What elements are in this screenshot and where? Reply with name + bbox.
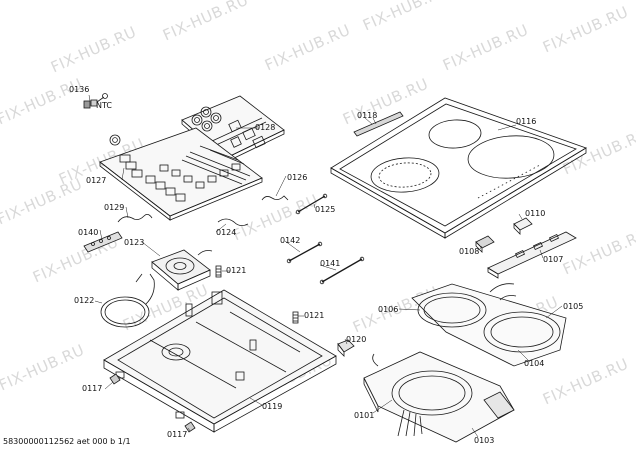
part-label-0105: 0105 xyxy=(563,302,584,311)
part-label-0103: 0103 xyxy=(474,436,495,445)
part-label-0122: 0122 xyxy=(74,296,95,305)
leader-lines xyxy=(88,94,563,438)
induction-coil-carrier xyxy=(411,283,567,367)
cooling-fan xyxy=(151,249,213,291)
part-label-0116: 0116 xyxy=(516,117,537,126)
part-label-0121-lower: 0121 xyxy=(304,311,325,320)
part-label-0119: 0119 xyxy=(262,402,283,411)
connecting-rod xyxy=(319,256,365,285)
fixing-clip xyxy=(337,339,355,357)
part-label-0108: 0108 xyxy=(459,247,480,256)
screw xyxy=(292,311,299,324)
part-label-0136: 0136 xyxy=(69,85,90,94)
part-label-0125: 0125 xyxy=(315,205,336,214)
part-label-0110: 0110 xyxy=(525,209,546,218)
part-label-0117-bottom: 0117 xyxy=(167,430,188,439)
document-footer: 58300000112562 aet 000 b 1/1 xyxy=(3,437,131,446)
part-label-0127: 0127 xyxy=(86,176,107,185)
mounting-clip xyxy=(109,373,121,385)
part-label-0128: 0128 xyxy=(255,123,276,132)
control-board xyxy=(99,127,263,221)
part-label-0142: 0142 xyxy=(280,236,301,245)
knob-cap xyxy=(513,217,533,235)
screw xyxy=(215,265,222,278)
connecting-rod xyxy=(286,241,323,264)
part-label-0104: 0104 xyxy=(524,359,545,368)
wire-harness xyxy=(261,195,289,201)
ntc-sensor xyxy=(83,93,108,109)
sensor-block xyxy=(475,235,495,253)
part-label-ntc: NTC xyxy=(96,101,112,110)
part-label-0101: 0101 xyxy=(354,411,375,420)
control-panel-strip xyxy=(487,231,577,279)
coil-base-plate xyxy=(363,351,515,443)
part-label-0117-left: 0117 xyxy=(82,384,103,393)
glass-ceramic-top xyxy=(330,97,587,239)
connecting-rod xyxy=(295,193,328,215)
part-label-0140: 0140 xyxy=(78,228,99,237)
part-label-0123: 0123 xyxy=(124,238,145,247)
mounting-clip xyxy=(184,421,196,433)
part-label-0120: 0120 xyxy=(346,335,367,344)
wire-harness xyxy=(217,218,249,226)
keypad-strip xyxy=(83,231,123,253)
part-label-0124: 0124 xyxy=(216,228,237,237)
part-label-0141: 0141 xyxy=(320,259,341,268)
part-label-0118: 0118 xyxy=(357,111,378,120)
cable-loop xyxy=(100,273,155,328)
part-label-0107: 0107 xyxy=(543,255,564,264)
part-label-0129: 0129 xyxy=(104,203,125,212)
part-label-0121-upper: 0121 xyxy=(226,266,247,275)
seal-strip xyxy=(353,111,404,137)
bottom-housing xyxy=(103,289,337,433)
part-label-0126: 0126 xyxy=(287,173,308,182)
part-label-0106: 0106 xyxy=(378,305,399,314)
wire-harness xyxy=(117,214,153,223)
